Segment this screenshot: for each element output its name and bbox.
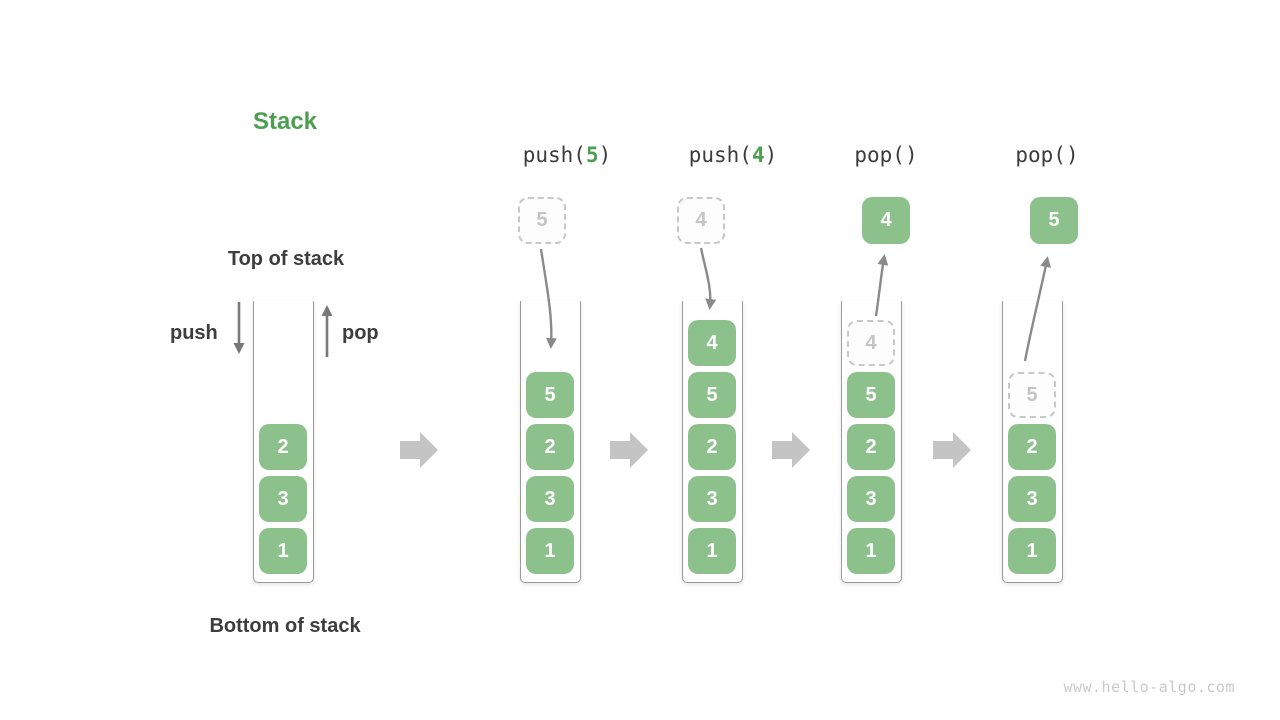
removed-ghost-cell: 4 (847, 320, 895, 366)
stack-cell: 1 (259, 528, 307, 574)
op-label-push-5: push(5) (523, 143, 612, 167)
op-suffix: ) (904, 143, 918, 167)
stack-cell: 2 (1008, 424, 1056, 470)
op-prefix: pop( (1015, 143, 1066, 167)
incoming-ghost-cell: 5 (518, 197, 566, 244)
stack-cell: 5 (688, 372, 736, 418)
stack-column-push-4: 4 4 5 2 3 1 (677, 0, 743, 720)
block-arrow-icon (933, 432, 971, 468)
op-suffix: ) (1065, 143, 1079, 167)
stack-cell: 1 (526, 528, 574, 574)
stack-cell: 2 (688, 424, 736, 470)
removed-ghost-cell: 5 (1008, 372, 1056, 418)
stack-cell: 5 (847, 372, 895, 418)
op-arg: 4 (751, 143, 765, 167)
pop-label: pop (342, 322, 379, 344)
block-arrow-icon (400, 432, 438, 468)
stack-cell: 3 (526, 476, 574, 522)
stack-cell: 3 (259, 476, 307, 522)
stack-column-pop-4: 4 4 5 2 3 1 (841, 0, 910, 720)
stack-cell: 2 (526, 424, 574, 470)
stack-cell: 1 (1008, 528, 1056, 574)
block-arrow-icon (772, 432, 810, 468)
op-arg: 5 (585, 143, 599, 167)
watermark: www.hello-algo.com (1063, 678, 1235, 696)
block-arrow-icon (610, 432, 648, 468)
op-label-pop-2: pop() (1015, 143, 1078, 167)
stack-column-initial: 2 3 1 (253, 0, 314, 720)
op-prefix: pop( (854, 143, 905, 167)
op-prefix: push( (688, 143, 752, 167)
top-of-stack-label: Top of stack (227, 248, 345, 270)
stack-cell: 3 (1008, 476, 1056, 522)
stack-cell: 1 (847, 528, 895, 574)
popped-cell: 5 (1030, 197, 1078, 244)
op-prefix: push( (522, 143, 586, 167)
stack-cell: 2 (259, 424, 307, 470)
bottom-of-stack-label: Bottom of stack (209, 615, 361, 637)
stack-cell: 1 (688, 528, 736, 574)
op-label-push-4: push(4) (689, 143, 778, 167)
diagram-title: Stack (252, 108, 318, 135)
stack-cell: 3 (847, 476, 895, 522)
op-label-pop-1: pop() (854, 143, 917, 167)
stack-column-push-5: 5 5 2 3 1 (518, 0, 581, 720)
incoming-ghost-cell: 4 (677, 197, 725, 244)
push-label: push (170, 322, 218, 344)
stack-column-pop-5: 5 5 2 3 1 (1002, 0, 1078, 720)
op-suffix: ) (598, 143, 612, 167)
stack-cell: 2 (847, 424, 895, 470)
popped-cell: 4 (862, 197, 910, 244)
stack-cell: 5 (526, 372, 574, 418)
op-suffix: ) (764, 143, 778, 167)
stack-cell: 4 (688, 320, 736, 366)
stack-cell: 3 (688, 476, 736, 522)
